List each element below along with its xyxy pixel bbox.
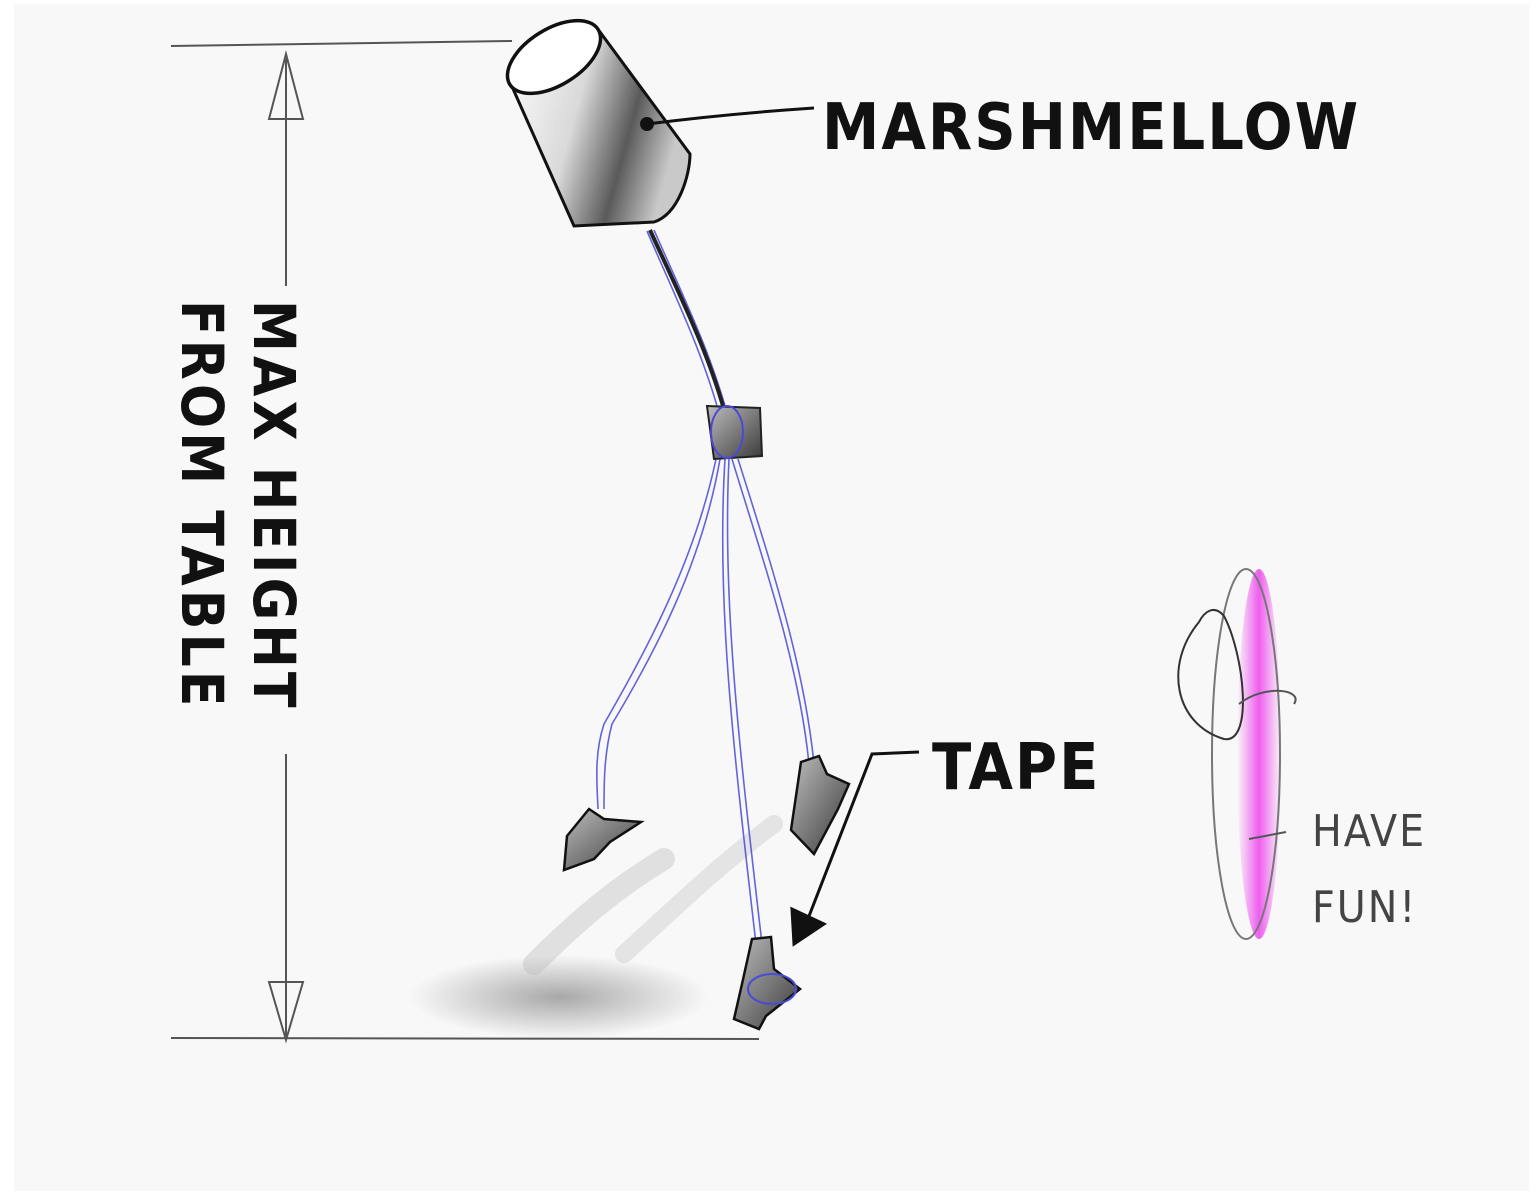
height-label-line1: MAX HEIGHT: [240, 300, 308, 712]
spaghetti-strands: [596, 229, 815, 945]
height-label-line2: FROM TABLE: [168, 300, 236, 710]
spaghetti-top-strand: [648, 229, 730, 425]
arrowhead-up-icon: [267, 50, 305, 120]
height-dimension: [170, 40, 760, 1044]
fun-label: FUN!: [1312, 882, 1417, 933]
table-shadow: [409, 815, 783, 1039]
tape-label: TAPE: [932, 731, 1100, 805]
sketch-canvas: MARSHMELLOW TAPE MAX HEIGHT FROM TABLE H…: [14, 4, 1529, 1191]
leader-lines: [646, 106, 920, 947]
foot-tape-left: [562, 807, 645, 872]
height-label: MAX HEIGHT FROM TABLE: [168, 300, 308, 712]
foot-tape-right: [789, 754, 851, 857]
marshmallow-challenge-sketch: MARSHMELLOW TAPE MAX HEIGHT FROM TABLE H…: [168, 18, 1426, 1044]
arrowhead-down-icon: [267, 981, 305, 1044]
have-label: HAVE: [1312, 806, 1426, 857]
marshmallow-leader: [646, 106, 815, 126]
smiley-figure: [1177, 568, 1297, 940]
tape-leader: [802, 750, 920, 930]
foot-tape-bottom: [732, 935, 803, 1031]
marshmallow-label: MARSHMELLOW: [822, 91, 1360, 165]
center-tape: [705, 404, 764, 461]
marshmallow-icon: [505, 18, 692, 228]
tape-arrowhead-icon: [790, 906, 828, 947]
